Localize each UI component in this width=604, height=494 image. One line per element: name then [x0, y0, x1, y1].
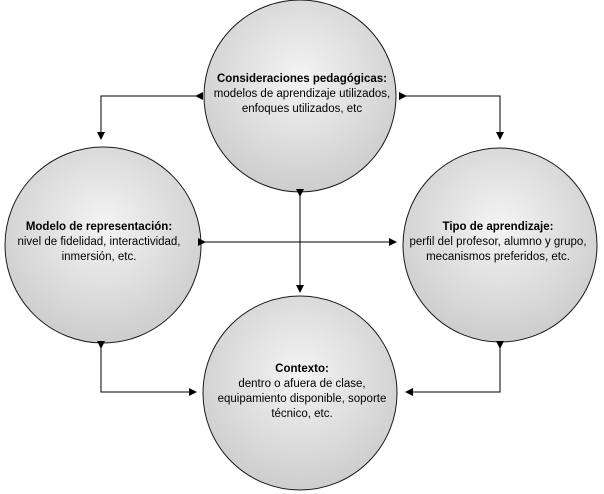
node-right-title: Tipo de aprendizaje: — [443, 221, 554, 233]
node-bottom-line-3: técnico, etc. — [271, 408, 332, 420]
node-bottom-title: Contexto: — [275, 363, 329, 375]
node-top: Consideraciones pedagógicas: modelos de … — [214, 73, 390, 115]
node-bottom-line-1: dentro o afuera de clase, — [238, 378, 365, 390]
node-left-line-2: inmersión, etc. — [62, 251, 137, 263]
node-bottom-line-2: equipamiento disponible, soporte — [218, 393, 387, 405]
connector-top-right — [399, 92, 504, 140]
connector-right-bottom — [405, 341, 504, 396]
node-right-line-2: mecanismos preferidos, etc. — [426, 251, 570, 263]
node-bottom-circle — [202, 295, 398, 491]
connector-top-left — [97, 92, 203, 140]
node-left: Modelo de representación: nivel de fidel… — [17, 221, 180, 263]
node-left-line-1: nivel de fidelidad, interactividad, — [17, 236, 180, 248]
node-top-line-2: enfoques utilizados, etc — [242, 103, 362, 115]
node-left-title: Modelo de representación: — [26, 221, 172, 233]
node-top-title: Consideraciones pedagógicas: — [217, 73, 387, 85]
node-right-line-1: perfil del profesor, alumno y grupo, — [409, 236, 586, 248]
node-right: Tipo de aprendizaje: perfil del profesor… — [409, 221, 586, 263]
node-top-line-1: modelos de aprendizaje utilizados, — [214, 88, 390, 100]
connector-left-bottom — [97, 341, 197, 396]
node-bottom: Contexto: dentro o afuera de clase, equi… — [218, 363, 387, 420]
